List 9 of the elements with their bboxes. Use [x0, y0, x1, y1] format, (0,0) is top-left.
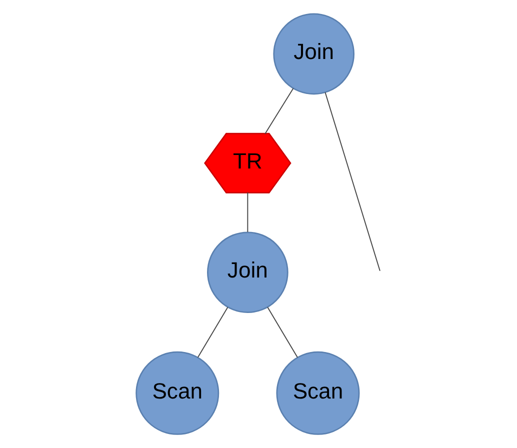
connector — [324, 92, 380, 272]
connector — [247, 192, 248, 232]
node-circle: Join — [273, 13, 354, 95]
connector — [197, 306, 228, 358]
connector — [264, 88, 294, 134]
connector — [267, 306, 298, 358]
node-circle: Join — [207, 232, 288, 314]
node-circle: Scan — [136, 351, 220, 435]
node-circle: Scan — [276, 351, 360, 435]
